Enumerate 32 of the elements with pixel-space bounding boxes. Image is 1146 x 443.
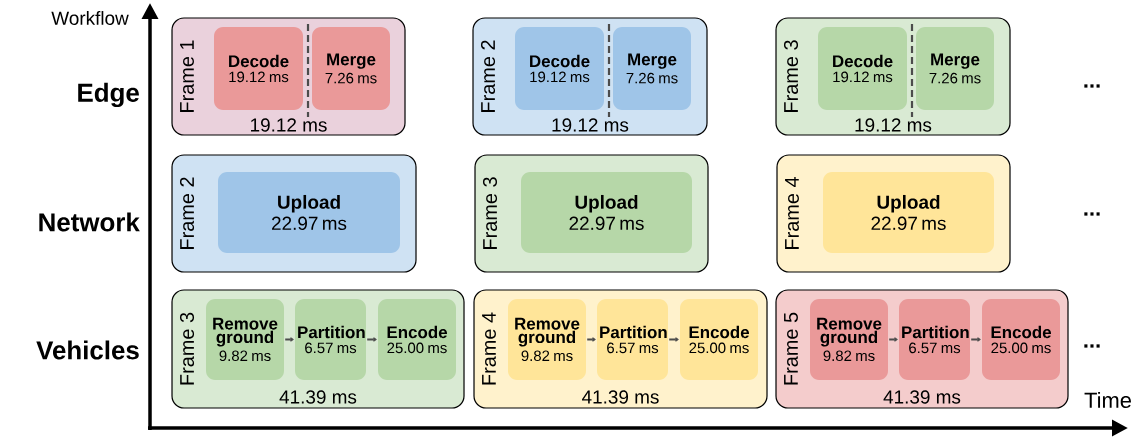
arrow: [888, 337, 898, 342]
task-box: Decode 19.12 ms: [818, 27, 907, 110]
ellipsis: ...: [1084, 344, 1100, 348]
task-box: Encode 25.00 ms: [680, 299, 758, 380]
task-box: Encode 25.00 ms: [982, 299, 1060, 380]
task-box: Remove ground 9.82 ms: [810, 299, 888, 380]
axis-label: Workflow: [51, 11, 129, 25]
row-label: Network: [39, 212, 140, 232]
task-box: Encode 25.00 ms: [378, 299, 456, 380]
task-box: Partition 6.57 ms: [295, 299, 366, 380]
task-box: Remove ground 9.82 ms: [206, 299, 284, 380]
row-label: Vehicles: [36, 340, 139, 360]
row-label: Edge: [78, 82, 139, 108]
task-box: Decode 19.12 ms: [214, 27, 303, 110]
task-box: Remove ground 9.82 ms: [508, 299, 586, 380]
axis-label: Time: [1084, 391, 1131, 409]
arrow: [284, 337, 294, 342]
ellipsis: ...: [1084, 212, 1100, 216]
task-box: Partition 6.57 ms: [899, 299, 970, 380]
ellipsis: ...: [1084, 84, 1100, 88]
task-box: Merge 7.26 ms: [916, 27, 994, 110]
task-box: Merge 7.26 ms: [613, 27, 691, 110]
arrow: [366, 337, 377, 342]
task-box: Merge 7.26 ms: [312, 27, 390, 110]
task-box: Partition 6.57 ms: [597, 299, 668, 380]
arrow: [970, 337, 981, 342]
task-box: Upload 22.97 ms: [218, 172, 400, 253]
arrow: [668, 337, 679, 342]
task-box: Upload 22.97 ms: [521, 172, 692, 253]
task-box: Decode 19.12 ms: [515, 27, 604, 110]
arrow: [586, 337, 596, 342]
task-box: Upload 22.97 ms: [823, 172, 994, 253]
